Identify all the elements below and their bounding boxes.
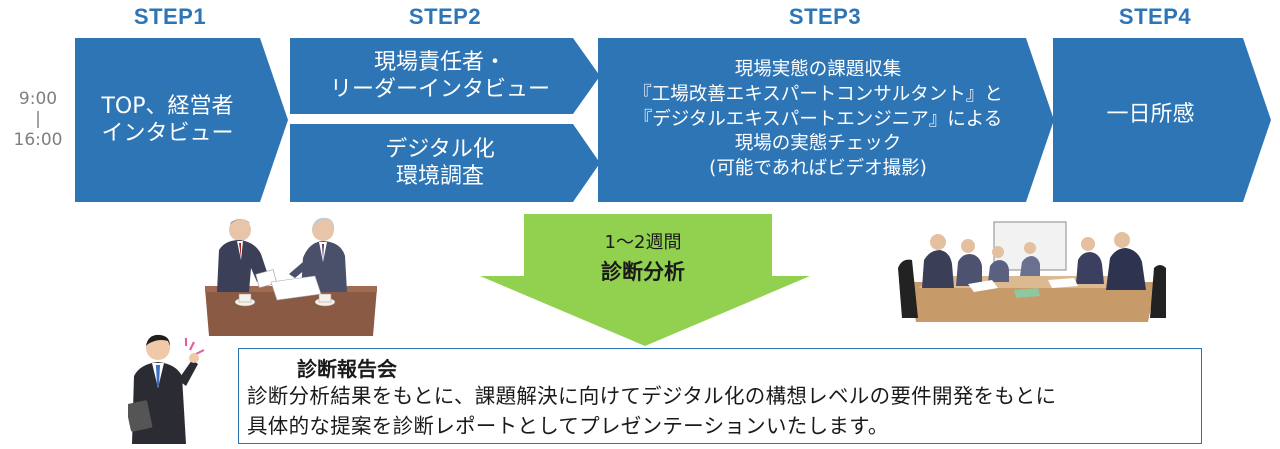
step2-lower-chevron [290,124,600,202]
time-range: 9:00 | 16:00 [8,89,68,150]
conference-meeting-illustration [898,221,1166,322]
step4-chevron [1053,38,1271,202]
step2-upper-chevron [290,38,600,114]
step3-line4: 現場の実態チェック [734,133,902,155]
analysis-title: 診断分析 [601,260,685,284]
step1-chevron [75,38,288,202]
business-meeting-illustration [205,217,377,336]
time-end: 16:00 [13,129,63,150]
analysis-period: 1～2週間 [604,232,682,253]
step4-text: 一日所感 [1053,38,1248,192]
step2b-line1: デジタル化 [385,136,495,162]
step3-line5: (可能であればビデオ撮影) [709,158,927,180]
step4-label: STEP4 [1118,4,1192,29]
step1-label: STEP1 [133,4,207,29]
step2-label: STEP2 [408,4,482,29]
step2-upper-text: 現場責任者・ リーダーインタビュー [290,38,590,114]
step3-line1: 現場実態の課題収集 [734,58,902,80]
step1-text: TOP、経営者 インタビュー [75,38,260,202]
time-separator: | [35,109,41,130]
analysis-arrow [480,214,810,346]
report-body-line1: 診断分析結果をもとに、課題解決に向けてデジタル化の構想レベルの要件開発をもとに [247,384,1057,408]
report-body: 診断分析結果をもとに、課題解決に向けてデジタル化の構想レベルの要件開発をもとに … [247,381,1193,441]
step1-line2: インタビュー [101,121,234,146]
report-box: 診断報告会 診断分析結果をもとに、課題解決に向けてデジタル化の構想レベルの要件開… [238,348,1202,444]
analysis-text: 1～2週間 診断分析 [560,228,726,286]
step2a-line2: リーダーインタビュー [329,77,550,102]
step2-lower-text: デジタル化 環境調査 [290,124,590,202]
report-body-line2: 具体的な提案を診断レポートとしてプレゼンテーションいたします。 [247,414,889,438]
presenter-illustration [128,334,205,444]
time-start: 9:00 [18,89,58,109]
step3-label: STEP3 [788,4,862,29]
step4-line1: 一日所感 [1106,102,1195,128]
report-title: 診断報告会 [297,357,397,381]
step2b-line2: 環境調査 [395,164,484,189]
step1-line1: TOP、経営者 [101,93,234,119]
step2a-line1: 現場責任者・ [373,49,506,75]
step3-line3: 『デジタルエキスパートエンジニア』による [633,108,1003,130]
step3-text: 現場実態の課題収集 『工場改善エキスパートコンサルタント』と 『デジタルエキスパ… [598,38,1038,202]
step3-chevron [598,38,1054,202]
step3-line2: 『工場改善エキスパートコンサルタント』と [633,83,1003,105]
